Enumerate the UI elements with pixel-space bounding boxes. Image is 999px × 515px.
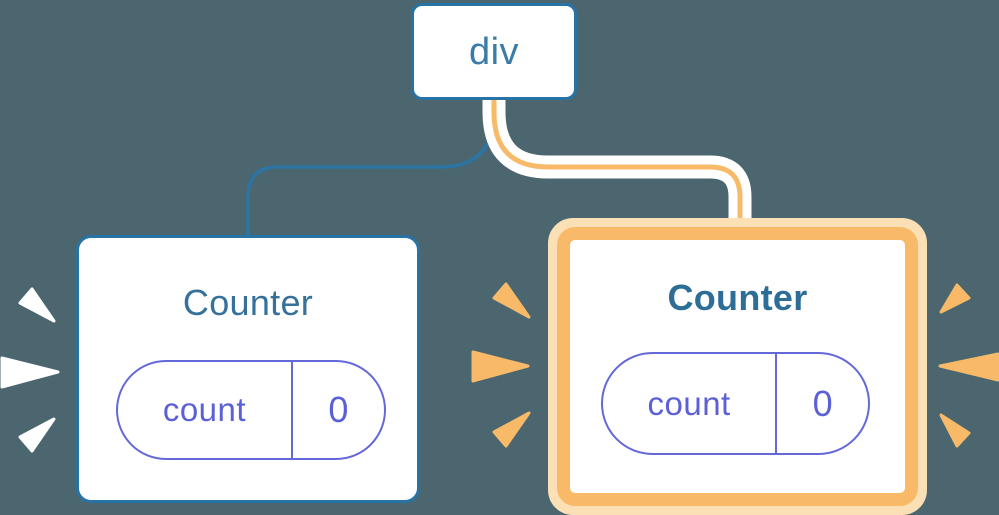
counter-node-left: Counter count 0 bbox=[76, 235, 420, 503]
render-burst-white-icon bbox=[0, 287, 60, 453]
state-key-label: count bbox=[118, 362, 293, 458]
spark bbox=[18, 287, 56, 323]
state-pill: count 0 bbox=[601, 352, 870, 455]
counter-node-right-highlight-ring: Counter count 0 bbox=[548, 218, 927, 515]
spark bbox=[0, 356, 60, 389]
edge-div-to-right-counter bbox=[491, 98, 743, 236]
state-value: 0 bbox=[328, 389, 349, 430]
render-burst-orange-left-icon bbox=[471, 282, 531, 448]
edge-div-to-right-counter-casing bbox=[482, 98, 752, 219]
spark bbox=[939, 413, 971, 448]
render-burst-orange-right-icon bbox=[938, 283, 999, 448]
state-pill: count 0 bbox=[116, 360, 386, 460]
root-node-label: div bbox=[468, 30, 520, 73]
spark bbox=[492, 411, 531, 448]
state-value: 0 bbox=[812, 382, 833, 424]
root-node-div: div bbox=[411, 3, 577, 100]
spark bbox=[492, 282, 531, 319]
counter-node-right: Counter count 0 bbox=[557, 227, 918, 506]
counter-title: Counter bbox=[667, 277, 808, 318]
state-key-label: count bbox=[603, 354, 778, 453]
edge-div-to-left-counter bbox=[246, 98, 496, 240]
spark bbox=[938, 352, 999, 382]
spark bbox=[471, 350, 530, 383]
spark bbox=[939, 283, 971, 314]
spark bbox=[18, 417, 56, 453]
counter-title: Counter bbox=[182, 282, 314, 323]
